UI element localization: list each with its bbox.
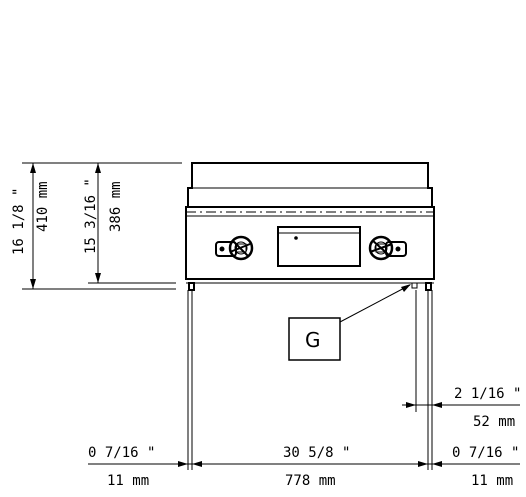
left-offset-inch: 0 7/16 " bbox=[88, 445, 155, 461]
total-height-inch: 16 1/8 " bbox=[11, 188, 27, 255]
total-height-mm: 410 mm bbox=[35, 181, 51, 232]
drawer bbox=[277, 226, 361, 267]
width-dimensions: 0 7/16 " 11 mm 30 5/8 " 778 mm 0 7/16 " … bbox=[88, 445, 520, 489]
extension-lines bbox=[187, 290, 433, 470]
connection-offset-dimension: 2 1/16 " 52 mm bbox=[402, 386, 521, 430]
panel-height-inch: 15 3/16 " bbox=[83, 178, 99, 254]
connection-offset-mm: 52 mm bbox=[473, 414, 515, 430]
panel-height-mm: 386 mm bbox=[108, 181, 124, 232]
height-dimensions: 16 1/8 " 410 mm 15 3/16 " 386 mm bbox=[11, 162, 182, 290]
appliance-front-view bbox=[185, 162, 435, 291]
callout-label: G bbox=[305, 328, 321, 352]
width-inch: 30 5/8 " bbox=[283, 445, 350, 461]
width-mm: 778 mm bbox=[285, 473, 336, 489]
right-offset-mm: 11 mm bbox=[471, 473, 513, 489]
right-offset-inch: 0 7/16 " bbox=[452, 445, 519, 461]
left-offset-mm: 11 mm bbox=[107, 473, 149, 489]
gas-connection-callout: G bbox=[288, 284, 411, 361]
right-control-knob bbox=[368, 235, 407, 261]
left-control-knob bbox=[215, 235, 254, 261]
connection-offset-inch: 2 1/16 " bbox=[454, 386, 521, 402]
